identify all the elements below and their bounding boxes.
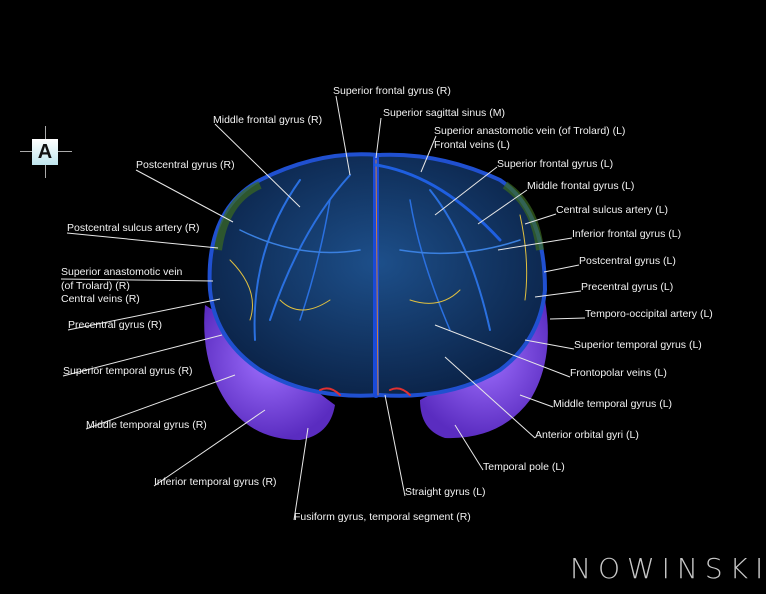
- label-of-trolard-r: (of Trolard) (R): [61, 280, 130, 292]
- vessels: [229, 155, 528, 398]
- label-superior-sagittal-sinus-m: Superior sagittal sinus (M): [383, 107, 505, 119]
- label-postcentral-gyrus-r: Postcentral gyrus (R): [136, 159, 235, 171]
- labels: Superior frontal gyrus (R) Superior sagi…: [61, 85, 713, 523]
- label-frontopolar-veins-l: Frontopolar veins (L): [570, 367, 667, 379]
- label-postcentral-gyrus-l: Postcentral gyrus (L): [579, 255, 676, 267]
- label-temporo-occipital-artery-l: Temporo-occipital artery (L): [585, 308, 713, 320]
- leader-lines: [60, 95, 586, 521]
- label-straight-gyrus-l: Straight gyrus (L): [405, 486, 486, 498]
- label-central-veins-r: Central veins (R): [61, 293, 140, 305]
- label-middle-temporal-gyrus-r: Middle temporal gyrus (R): [86, 419, 207, 431]
- label-middle-frontal-gyrus-l: Middle frontal gyrus (L): [527, 180, 634, 192]
- label-middle-frontal-gyrus-r: Middle frontal gyrus (R): [213, 114, 322, 126]
- label-fusiform-gyrus-temporal-segment-r: Fusiform gyrus, temporal segment (R): [294, 511, 471, 523]
- label-anterior-orbital-gyri-l: Anterior orbital gyri (L): [535, 429, 639, 441]
- label-temporal-pole-l: Temporal pole (L): [483, 461, 565, 473]
- label-inferior-frontal-gyrus-l: Inferior frontal gyrus (L): [572, 228, 681, 240]
- label-frontal-veins-l: Frontal veins (L): [434, 139, 510, 151]
- label-superior-anastomotic-vein-l: Superior anastomotic vein (of Trolard) (…: [434, 125, 625, 137]
- label-inferior-temporal-gyrus-r: Inferior temporal gyrus (R): [154, 476, 277, 488]
- label-central-sulcus-artery-l: Central sulcus artery (L): [556, 204, 668, 216]
- nowinski-logo: NOWINSKI: [570, 552, 766, 585]
- label-postcentral-sulcus-artery-r: Postcentral sulcus artery (R): [67, 222, 199, 234]
- label-middle-temporal-gyrus-l: Middle temporal gyrus (L): [553, 398, 672, 410]
- label-superior-temporal-gyrus-r: Superior temporal gyrus (R): [63, 365, 193, 377]
- label-superior-frontal-gyrus-r: Superior frontal gyrus (R): [333, 85, 451, 97]
- label-precentral-gyrus-r: Precentral gyrus (R): [68, 319, 162, 331]
- label-superior-temporal-gyrus-l: Superior temporal gyrus (L): [574, 339, 702, 351]
- orientation-cube[interactable]: A: [20, 126, 72, 178]
- anterior-view-icon[interactable]: A: [32, 139, 58, 165]
- label-precentral-gyrus-l: Precentral gyrus (L): [581, 281, 673, 293]
- label-superior-anastomotic-vein-r: Superior anastomotic vein: [61, 266, 183, 278]
- label-superior-frontal-gyrus-l: Superior frontal gyrus (L): [497, 158, 613, 170]
